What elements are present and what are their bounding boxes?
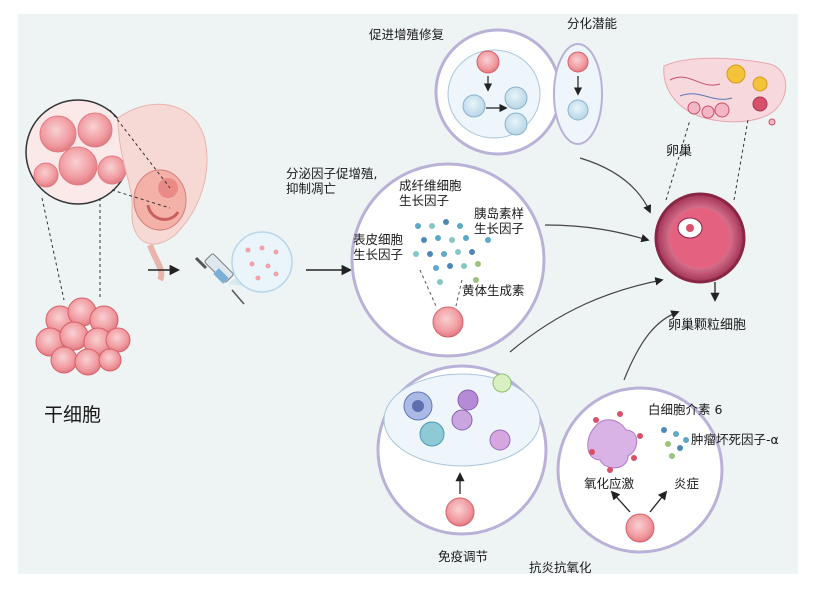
egf-label: 表皮细胞 生长因子: [353, 232, 403, 262]
immune-label: 免疫调节: [438, 549, 489, 564]
secretion-factors-circle: [350, 162, 546, 358]
stem-cell-cluster: [35, 297, 131, 376]
ovary-label: 卵巢: [666, 144, 693, 159]
lh-label: 黄体生成素: [462, 283, 525, 298]
uterus-fetus-icon: [117, 103, 208, 282]
proliferation-repair-label: 促进增殖修复: [369, 27, 445, 42]
arrow-icon: [509, 277, 664, 353]
arrow-icon: [544, 224, 650, 243]
secretion-label-line1: 分泌因子促增殖,: [286, 166, 378, 181]
differentiation-circle: [553, 43, 603, 145]
differentiation-label: 分化潜能: [567, 16, 618, 31]
igf-label: 胰岛素样 生长因子: [474, 206, 524, 236]
igf-label-line1: 胰岛素样: [474, 206, 525, 221]
egf-label-line2: 生长因子: [353, 247, 404, 262]
inflammation-label: 炎症: [674, 476, 700, 491]
exosome-circle: [231, 231, 293, 293]
fgf-label-line1: 成纤维细胞: [399, 178, 462, 193]
granulosa-label: 卵巢颗粒细胞: [668, 318, 747, 333]
fgf-label-line2: 生长因子: [399, 193, 450, 208]
ovary-anatomy-icon: [663, 57, 787, 126]
arrow-icon: [623, 310, 680, 381]
oxidative-stress-label: 氧化应激: [584, 476, 635, 491]
anti-inflammation-circle: [556, 386, 724, 554]
tnf-label: 肿瘤坏死因子-α: [691, 432, 779, 447]
secretion-label-line2: 抑制凋亡: [286, 181, 337, 196]
growth-factor-dots: [413, 219, 491, 285]
connector-dashed: [41, 197, 65, 301]
igf-label-line2: 生长因子: [474, 221, 525, 236]
connector-dashed: [109, 109, 171, 189]
egf-label-line1: 表皮细胞: [353, 232, 404, 247]
proliferation-repair-circle: [434, 28, 562, 156]
follicle-icon: [654, 119, 749, 302]
arrow-icon: [579, 157, 652, 214]
il6-label: 白细胞介素 6: [648, 402, 723, 417]
secretion-label: 分泌因子促增殖, 抑制凋亡: [286, 166, 377, 196]
immune-regulation-circle: [376, 364, 548, 536]
fgf-label: 成纤维细胞 生长因子: [399, 178, 462, 208]
anti-inflam-label: 抗炎抗氧化: [529, 560, 592, 575]
stem-cell-label: 干细胞: [44, 404, 102, 426]
connector-dashed: [111, 189, 171, 209]
